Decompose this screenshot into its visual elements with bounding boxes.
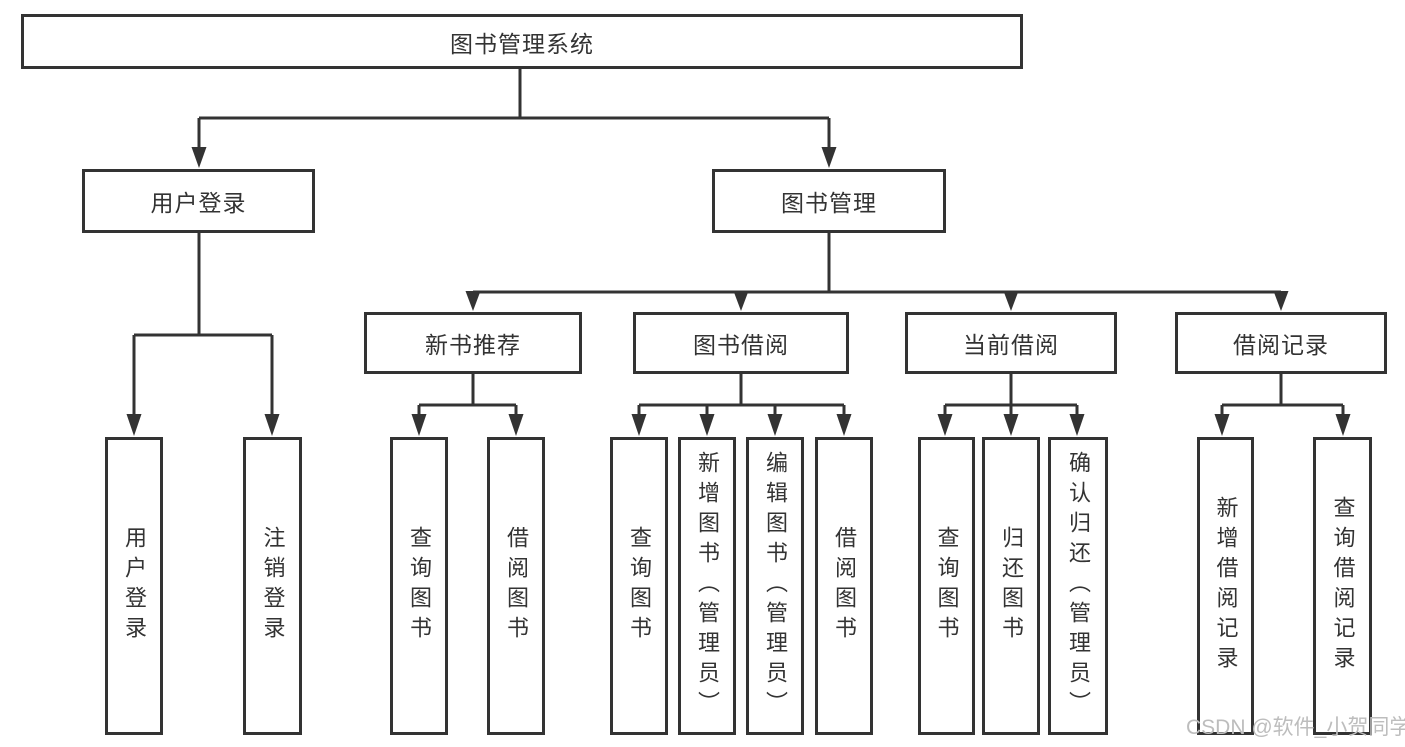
leaf-edit-books-admin: 编辑图书（管理员） bbox=[746, 437, 804, 735]
leaf-label: 借阅图书 bbox=[832, 526, 857, 646]
connector-userlogin-branch bbox=[132, 233, 274, 416]
connector-borrowrec-branch bbox=[1220, 374, 1345, 416]
leaf-query-books: 查询图书 bbox=[390, 437, 448, 735]
node-label: 图书管理 bbox=[781, 190, 877, 216]
leaf-user-login: 用户登录 bbox=[105, 437, 163, 735]
leaf-add-books-admin: 新增图书（管理员） bbox=[678, 437, 736, 735]
node-label: 当前借阅 bbox=[963, 332, 1059, 358]
leaf-label: 查询图书 bbox=[627, 526, 652, 646]
leaf-label: 查询图书 bbox=[407, 526, 432, 646]
leaf-return-books: 归还图书 bbox=[982, 437, 1040, 735]
node-user-login: 用户登录 bbox=[82, 169, 315, 233]
connector-bookmgmt-branch bbox=[473, 233, 1281, 294]
leaf-label: 归还图书 bbox=[999, 526, 1024, 646]
leaf-label: 查询图书 bbox=[934, 526, 960, 646]
csdn-watermark: CSDN @软件_小贺同学 bbox=[1186, 716, 1405, 739]
leaf-borrow-books: 借阅图书 bbox=[815, 437, 873, 735]
connector-bookborrow-branch bbox=[637, 374, 846, 416]
leaf-label: 新增图书（管理员） bbox=[695, 451, 720, 721]
leaf-logout: 注销登录 bbox=[243, 437, 302, 735]
leaf-label: 借阅图书 bbox=[504, 526, 529, 646]
leaf-query-books: 查询图书 bbox=[610, 437, 668, 735]
leaf-label: 新增借阅记录 bbox=[1213, 496, 1239, 676]
leaf-query-borrow-record: 查询借阅记录 bbox=[1313, 437, 1372, 735]
connector-root-branch bbox=[197, 69, 831, 149]
node-book-borrow: 图书借阅 bbox=[633, 312, 849, 374]
node-label: 图书借阅 bbox=[693, 332, 789, 358]
leaf-add-borrow-record: 新增借阅记录 bbox=[1197, 437, 1254, 735]
node-current-borrow: 当前借阅 bbox=[905, 312, 1117, 374]
leaf-borrow-books: 借阅图书 bbox=[487, 437, 545, 735]
node-library-system: 图书管理系统 bbox=[21, 14, 1023, 69]
node-borrow-record: 借阅记录 bbox=[1175, 312, 1387, 374]
node-label: 借阅记录 bbox=[1233, 332, 1329, 358]
leaf-label: 确认归还（管理员） bbox=[1066, 451, 1091, 721]
leaf-label: 编辑图书（管理员） bbox=[763, 451, 788, 721]
node-label: 用户登录 bbox=[150, 190, 247, 216]
node-new-book-recommend: 新书推荐 bbox=[364, 312, 582, 374]
node-label: 图书管理系统 bbox=[450, 30, 594, 57]
leaf-query-books: 查询图书 bbox=[918, 437, 975, 735]
connector-newbook-branch bbox=[417, 374, 518, 416]
leaf-label: 查询借阅记录 bbox=[1330, 496, 1356, 676]
connector-curborrow-branch bbox=[943, 374, 1079, 416]
leaf-confirm-return-admin: 确认归还（管理员） bbox=[1048, 437, 1108, 735]
arrowheads bbox=[126, 147, 1351, 436]
leaf-label: 用户登录 bbox=[122, 526, 147, 646]
node-label: 新书推荐 bbox=[425, 332, 521, 358]
node-book-management: 图书管理 bbox=[712, 169, 946, 233]
leaf-label: 注销登录 bbox=[260, 526, 286, 646]
